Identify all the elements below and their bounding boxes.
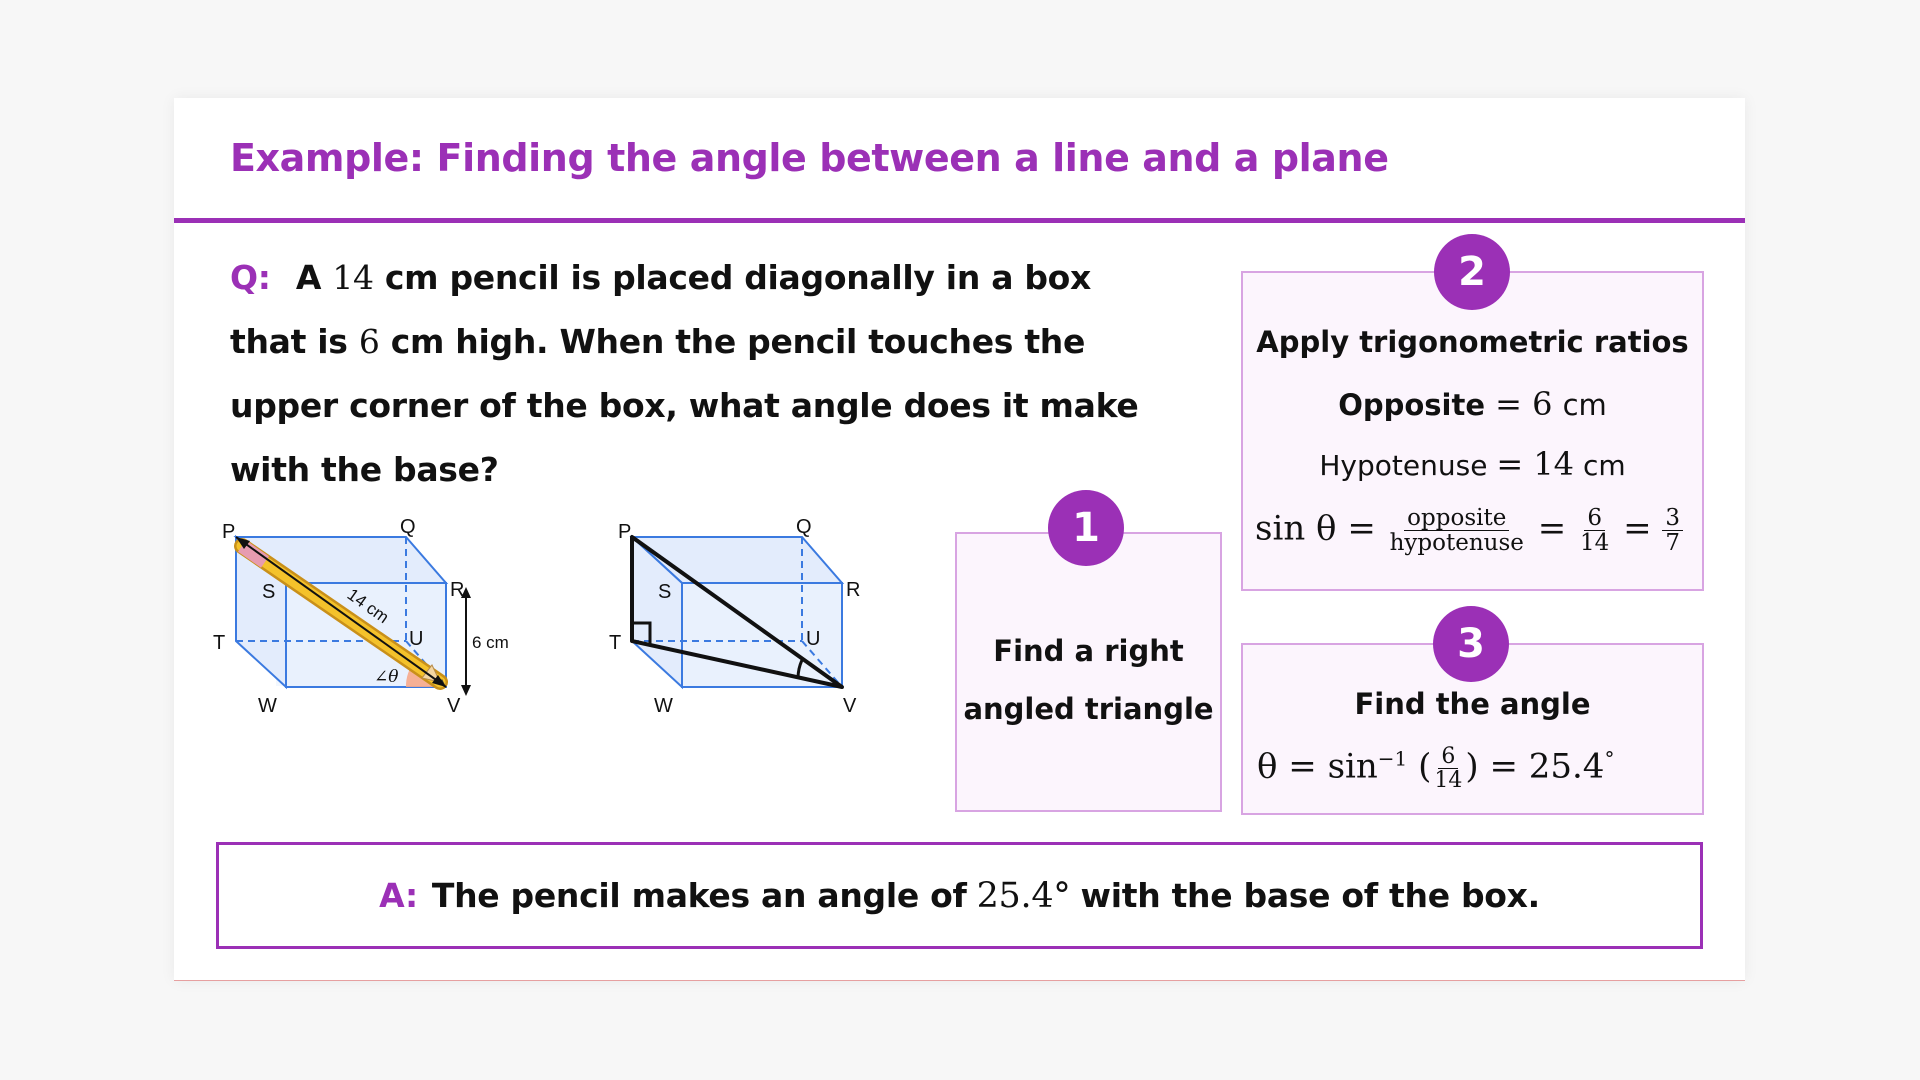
slide: Example: Finding the angle between a lin…	[174, 98, 1745, 981]
answer-value: 25.4°	[976, 875, 1071, 916]
step2-hypotenuse: Hypotenuse = 14 cm	[1319, 445, 1626, 483]
page-title: Example: Finding the angle between a lin…	[230, 136, 1389, 180]
question-text: Q: A 14 cm pencil is placed diagonally i…	[230, 246, 1160, 502]
answer-part1: The pencil makes an angle of	[431, 876, 967, 915]
hypotenuse-label: Hypotenuse	[1319, 449, 1488, 482]
angle-label: ∠θ	[374, 667, 398, 687]
vertex-label-p: P	[618, 521, 631, 543]
question-label: Q:	[230, 258, 271, 297]
question-value1: 14	[332, 258, 374, 297]
vertex-label-q: Q	[796, 516, 812, 538]
step3-formula: θ = sin−1 ( 6 14 ) = 25.4°	[1257, 744, 1615, 794]
vertex-label-u: U	[806, 628, 820, 650]
answer-box: A: The pencil makes an angle of 25.4° wi…	[216, 842, 1703, 949]
step3-fraction: 6 14	[1434, 744, 1463, 794]
vertex-label-w: W	[654, 695, 673, 717]
vertex-label-w: W	[258, 695, 277, 717]
height-label: 6 cm	[472, 633, 509, 652]
step3-badge: 3	[1433, 606, 1509, 682]
step1-line2: angled triangle	[963, 692, 1214, 726]
vertex-label-u: U	[409, 628, 423, 650]
question-part1: A	[295, 258, 322, 297]
step2-heading: Apply trigonometric ratios	[1256, 325, 1689, 359]
step2-sine-formula: sin θ = opposite hypotenuse = 6 14 = 3 7	[1255, 506, 1695, 555]
question-value2: 6	[358, 322, 380, 361]
step1-badge: 1	[1048, 490, 1124, 566]
vertex-label-t: T	[213, 632, 225, 654]
hypotenuse-value: 14	[1533, 445, 1575, 483]
step1-text: Find a right angled triangle	[957, 622, 1220, 738]
answer-label: A:	[379, 876, 418, 915]
step3-result: = 25.4	[1489, 746, 1605, 787]
sine-lhs: sin θ	[1255, 508, 1337, 549]
step2-badge: 2	[1434, 234, 1510, 310]
question-part3: cm high. When the pencil touches the upp…	[230, 322, 1139, 489]
step2-opposite: Opposite = 6 cm	[1338, 385, 1607, 423]
inverse-exponent: −1	[1377, 746, 1408, 771]
vertex-label-r: R	[450, 579, 464, 601]
step1-card: Find a right angled triangle	[955, 532, 1222, 812]
word-fraction: opposite hypotenuse	[1389, 505, 1524, 557]
step1-line1: Find a right	[993, 634, 1184, 668]
opposite-value: 6	[1532, 385, 1553, 423]
vertex-label-v: V	[843, 695, 857, 717]
answer-part2: with the base of the box.	[1080, 876, 1541, 915]
vertex-label-v: V	[447, 695, 461, 717]
box-diagram-pencil: P Q R S T U V W 6 cm 14 cm ∠θ	[213, 516, 509, 717]
opposite-unit: cm	[1562, 388, 1607, 422]
question-part2: cm pencil is placed diagonally in a box …	[230, 258, 1092, 361]
box-diagram-triangle: P Q R S T U V W	[609, 516, 860, 717]
vertex-label-s: S	[262, 581, 275, 603]
vertex-label-q: Q	[400, 516, 416, 538]
vertex-label-r: R	[846, 579, 860, 601]
simplified-fraction: 3 7	[1662, 506, 1684, 555]
step2-card: Apply trigonometric ratios Opposite = 6 …	[1241, 271, 1704, 591]
vertex-label-p: P	[222, 521, 235, 543]
title-divider	[174, 218, 1745, 223]
vertex-label-s: S	[658, 581, 671, 603]
step3-lhs: θ = sin	[1257, 746, 1378, 787]
value-fraction: 6 14	[1580, 505, 1610, 557]
vertex-label-t: T	[609, 632, 621, 654]
opposite-label: Opposite	[1338, 388, 1486, 422]
hypotenuse-unit: cm	[1582, 449, 1626, 482]
step3-heading: Find the angle	[1354, 687, 1591, 721]
right-triangle	[630, 535, 844, 689]
